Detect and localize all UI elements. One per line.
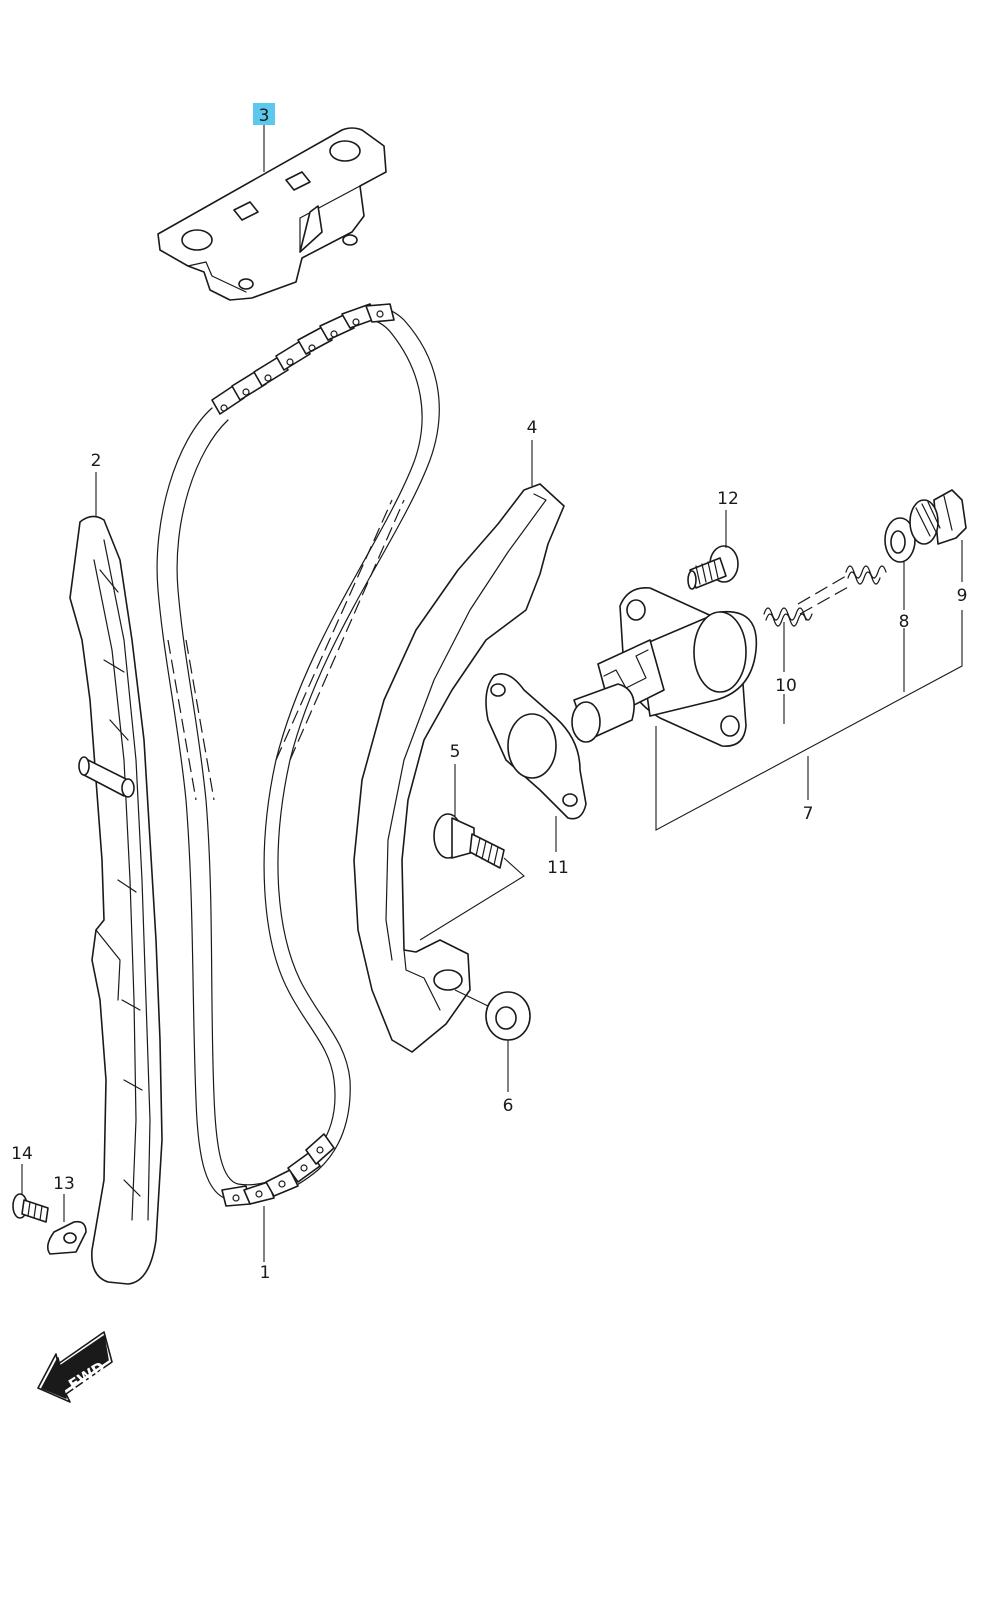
callout-11[interactable]: 11	[547, 858, 569, 878]
callout-13[interactable]: 13	[53, 1174, 75, 1194]
part-14-screw[interactable]	[12, 1193, 49, 1223]
chain-links-upper	[211, 303, 395, 415]
callout-4[interactable]: 4	[527, 418, 538, 438]
part-9-plug-bolt[interactable]	[909, 489, 967, 545]
part-10-spring[interactable]	[763, 565, 887, 627]
part-4-tensioner-guide[interactable]	[353, 483, 565, 1053]
part-5-bolt[interactable]	[433, 813, 505, 869]
part-13-plate[interactable]	[46, 1220, 87, 1255]
part-12-bolt[interactable]	[687, 545, 739, 590]
callout-10[interactable]: 10	[775, 676, 797, 696]
forward-arrow-icon: FWD	[37, 1331, 113, 1403]
callout-6[interactable]: 6	[503, 1096, 514, 1116]
part-3-guide-plate[interactable]	[157, 127, 387, 301]
callout-labels: 3 2 4 12 9 8 10 5 7 11 6 14 13 1	[11, 103, 967, 1283]
callout-12[interactable]: 12	[717, 489, 739, 509]
callout-7[interactable]: 7	[803, 804, 814, 824]
part-7-tensioner-assembly[interactable]	[571, 587, 758, 747]
chain-links-lower	[221, 1133, 335, 1207]
callout-8[interactable]: 8	[899, 612, 910, 632]
callout-3-highlight	[253, 103, 275, 125]
part-1-cam-chain[interactable]	[156, 303, 440, 1207]
callout-9[interactable]: 9	[957, 586, 968, 606]
callout-5[interactable]: 5	[450, 742, 461, 762]
callout-2[interactable]: 2	[91, 451, 102, 471]
part-6-washer[interactable]	[485, 991, 531, 1041]
leader-lines	[21, 124, 963, 1262]
part-2-chain-guide[interactable]	[69, 515, 163, 1285]
callout-14[interactable]: 14	[11, 1144, 33, 1164]
callout-3[interactable]: 3	[259, 106, 270, 126]
callout-1[interactable]: 1	[260, 1263, 271, 1283]
part-11-gasket[interactable]	[485, 673, 587, 820]
